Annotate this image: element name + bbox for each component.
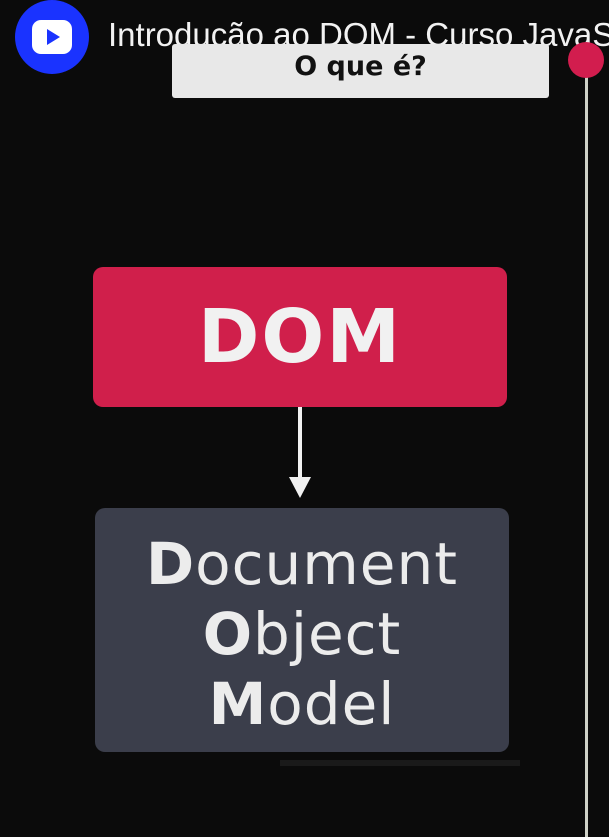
definition-rest: ocument [195, 530, 458, 598]
play-icon [32, 20, 72, 54]
arrow-down-icon [289, 407, 311, 498]
progress-dot[interactable] [568, 42, 604, 78]
decorative-shadow [280, 760, 520, 766]
definition-rest: bject [253, 600, 402, 668]
definition-initial: M [208, 670, 268, 738]
dom-label: DOM [198, 294, 402, 380]
definition-initial: D [146, 530, 196, 598]
dom-definition-box: Document Object Model [95, 508, 509, 752]
slide-header: O que é? [172, 44, 549, 98]
definition-initial: O [202, 600, 254, 668]
definition-rest: odel [267, 670, 396, 738]
progress-line [585, 70, 588, 837]
definition-line-document: Document [95, 530, 509, 598]
definition-line-object: Object [95, 600, 509, 668]
definition-line-model: Model [95, 670, 509, 738]
dom-box: DOM [93, 267, 507, 407]
channel-avatar[interactable] [15, 0, 89, 74]
